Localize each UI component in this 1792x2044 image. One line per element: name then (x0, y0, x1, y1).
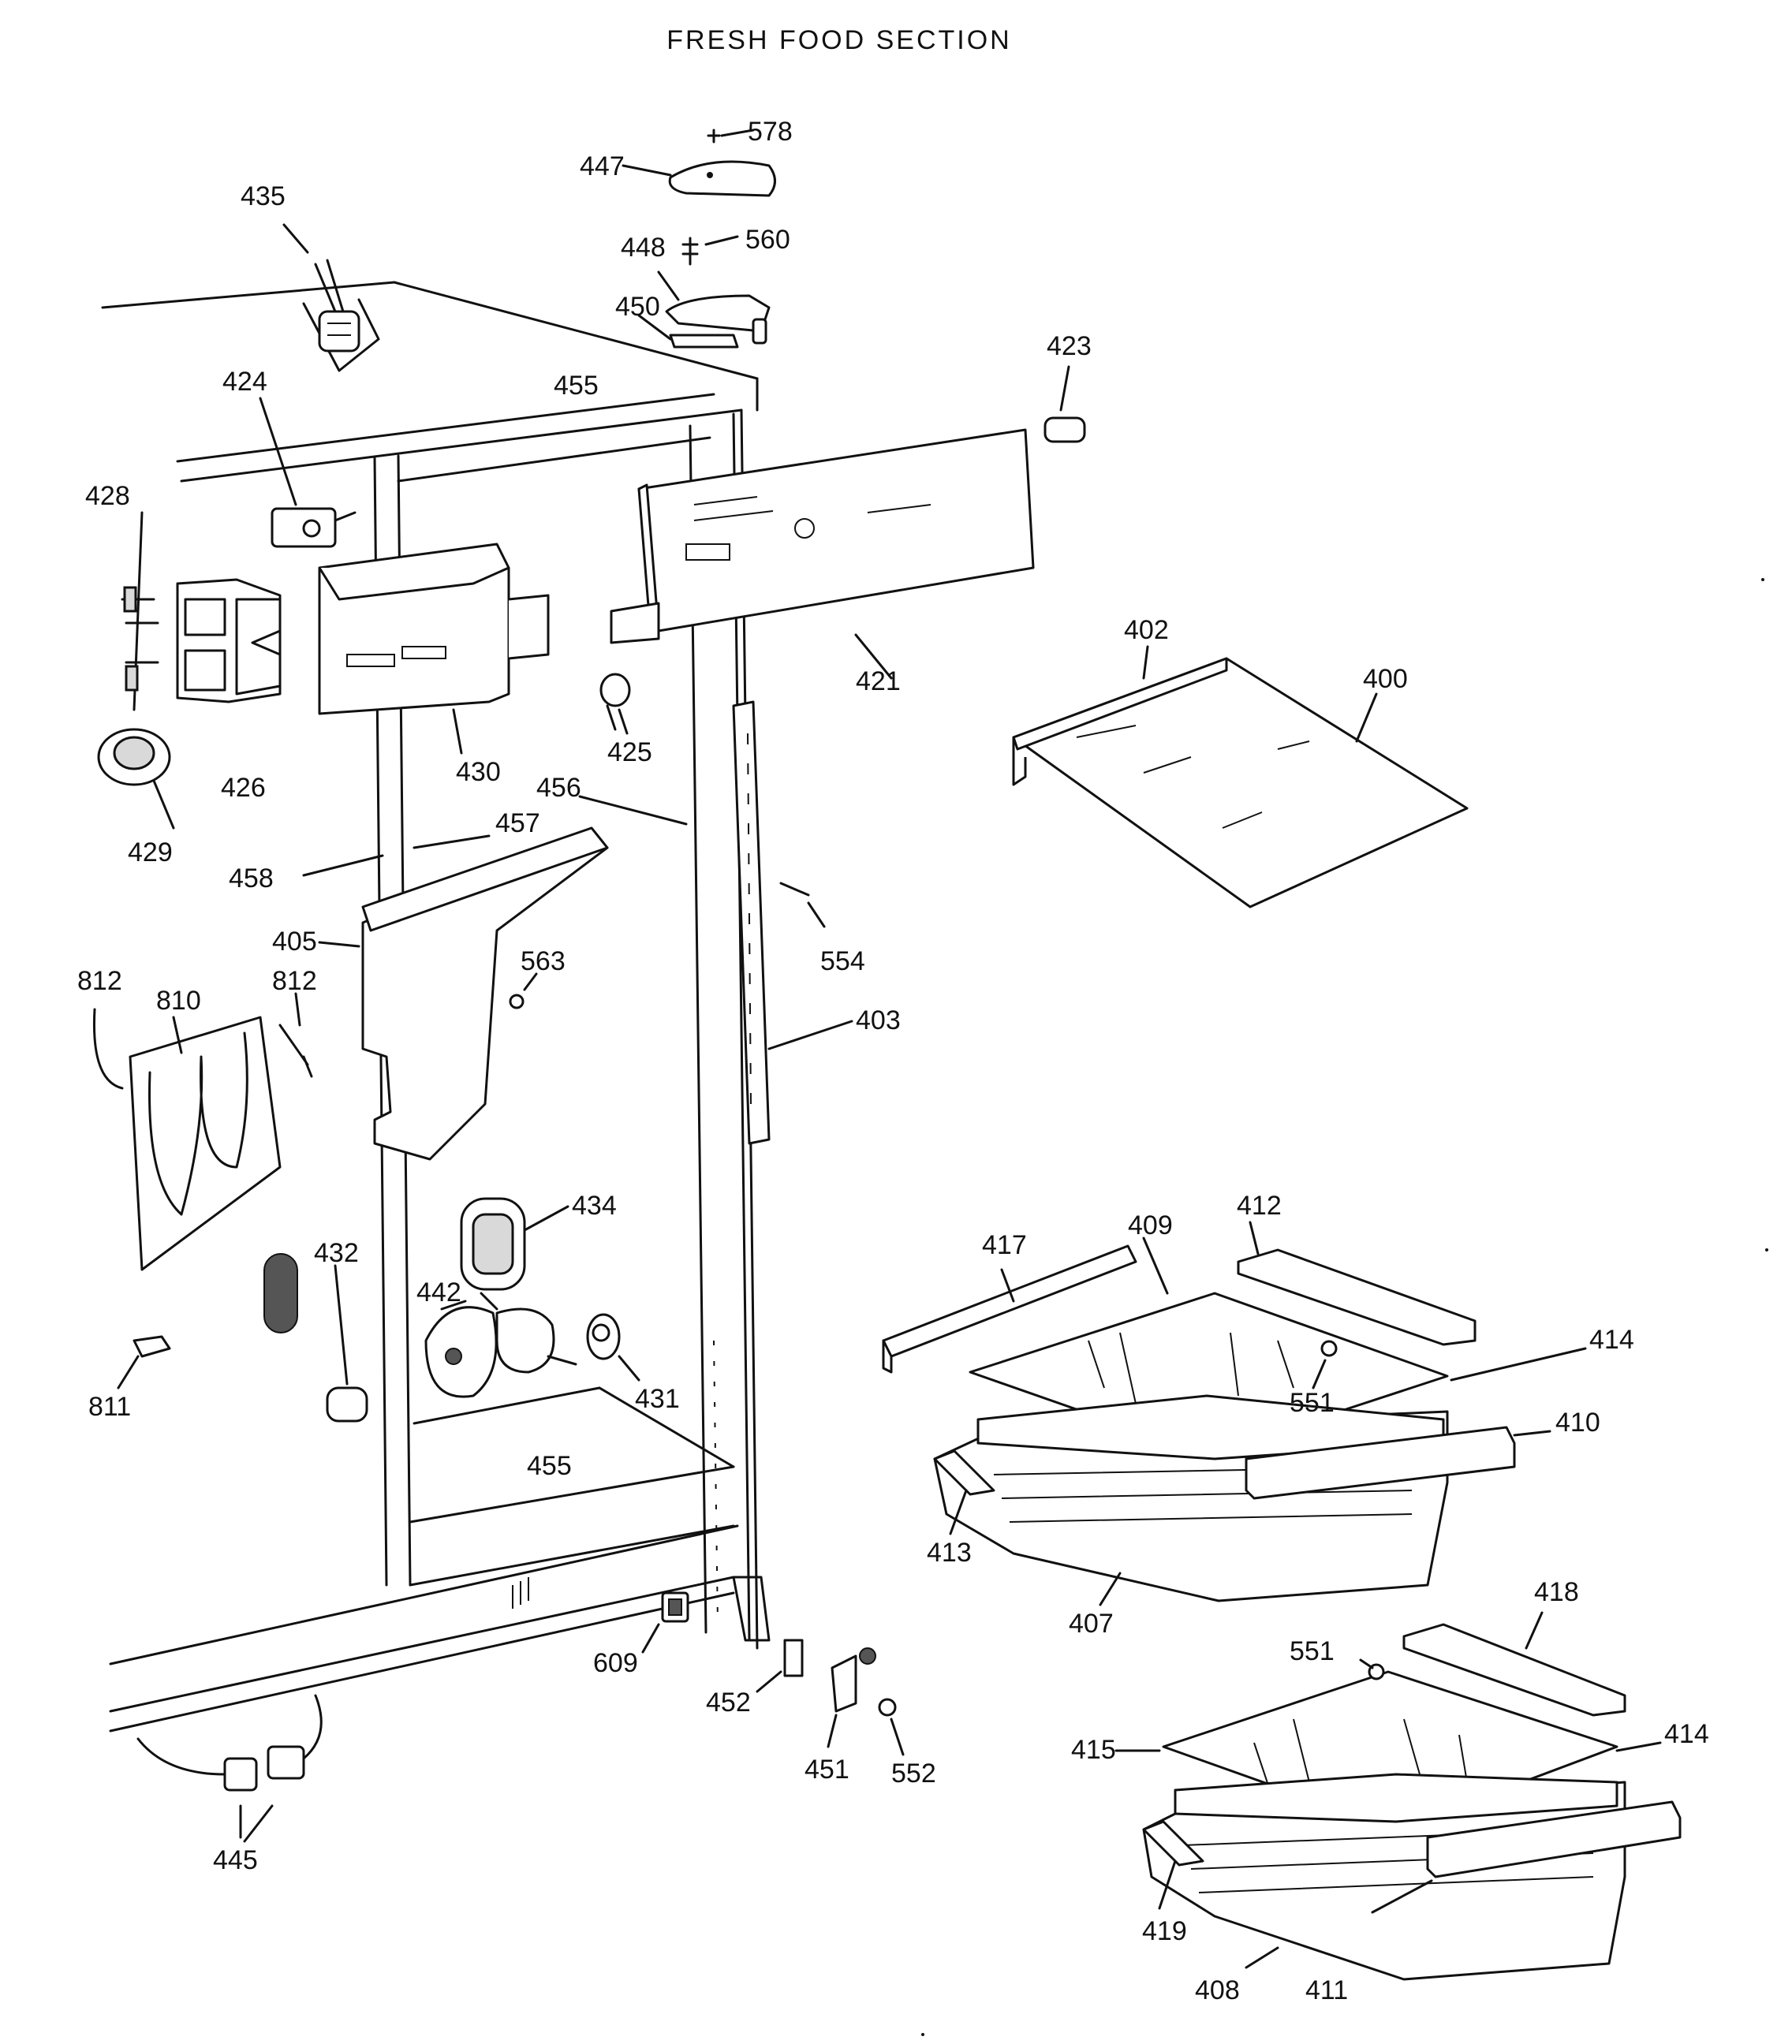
control-knob-part (97, 728, 175, 830)
callout-label: 448 (621, 233, 666, 263)
damper-control-part (424, 1292, 577, 1398)
callout-label: 452 (706, 1688, 751, 1718)
stray-mark (1761, 578, 1764, 581)
callout-label: 812 (272, 966, 317, 996)
clip-part-811 (117, 1335, 171, 1389)
callout-label: 455 (527, 1451, 572, 1481)
callout-label: 451 (805, 1755, 849, 1785)
callout-label: 429 (128, 837, 173, 867)
callout-label: 447 (580, 151, 625, 181)
callout-label: 431 (635, 1384, 680, 1414)
lower-crisper-drawer (1114, 1611, 1682, 1981)
callout-label: 414 (1589, 1325, 1634, 1355)
hinge-cap-part (622, 129, 776, 197)
callout-label: 434 (572, 1191, 617, 1221)
callout-label: 455 (554, 371, 599, 401)
callout-label: 450 (615, 292, 660, 322)
callout-label: 457 (495, 808, 540, 838)
heater-part (92, 992, 313, 1271)
callout-label: 810 (156, 986, 201, 1016)
callout-label: 428 (85, 481, 130, 511)
light-switch-part (259, 397, 357, 548)
callout-label: 554 (820, 946, 865, 976)
callout-label: 426 (221, 773, 266, 803)
callout-label: 410 (1555, 1408, 1600, 1438)
bushing-part-431 (586, 1313, 640, 1382)
control-housing-part (176, 578, 282, 703)
callout-label: 430 (456, 757, 501, 787)
knob-part-425 (599, 673, 631, 735)
callout-label: 407 (1069, 1609, 1114, 1639)
callout-label: 578 (748, 117, 793, 147)
callout-label: 456 (536, 773, 581, 803)
callout-label: 402 (1124, 615, 1169, 645)
air-grille-part (460, 1197, 569, 1291)
callout-label: 418 (1534, 1577, 1579, 1607)
callout-label: 609 (593, 1648, 638, 1678)
callout-label: 560 (745, 225, 790, 255)
screw-554 (779, 882, 826, 928)
wire-harness-part (121, 511, 159, 711)
lower-small-parts (641, 1591, 905, 1756)
callout-label: 408 (1195, 1975, 1240, 2005)
drain-tube-part (263, 1253, 368, 1423)
callout-label: 551 (1290, 1388, 1335, 1418)
stray-mark (1765, 1248, 1768, 1251)
callout-label: 403 (856, 1005, 901, 1035)
power-cord-part (136, 1694, 323, 1843)
leader-456 (578, 795, 688, 826)
callout-label: 442 (416, 1278, 461, 1307)
callout-label: 563 (521, 946, 566, 976)
callout-label: 421 (856, 666, 901, 696)
glass-shelf-part (1012, 645, 1469, 908)
shelf-ladder-part (732, 700, 853, 1145)
control-panel-part (610, 428, 1035, 680)
callout-label: 412 (1237, 1191, 1282, 1221)
callout-label: 419 (1142, 1916, 1187, 1946)
top-hinge-part (637, 235, 771, 349)
callout-label: 400 (1363, 664, 1408, 694)
callout-label: 411 (1305, 1975, 1348, 2005)
screw-563 (509, 972, 538, 1009)
callout-label: 432 (314, 1238, 359, 1268)
callout-label: 435 (241, 181, 286, 211)
light-socket-part (282, 223, 380, 372)
leader-457 (413, 834, 491, 849)
callout-label: 811 (88, 1392, 131, 1422)
callout-label: 458 (229, 863, 274, 893)
callout-label: 414 (1664, 1719, 1709, 1749)
leader-458 (302, 854, 384, 877)
callout-label: 413 (927, 1538, 972, 1568)
light-shield-plug (1043, 365, 1086, 443)
stray-mark (921, 2033, 924, 2036)
callout-label: 423 (1047, 331, 1092, 361)
callout-labels: 578 447 435 448 560 450 423 424 455 428 … (77, 117, 1709, 2005)
callout-label: 417 (982, 1230, 1027, 1260)
callout-label: 424 (222, 367, 267, 397)
callout-label: 445 (213, 1845, 258, 1875)
callout-label: 552 (891, 1759, 936, 1788)
duct-cover-part (318, 826, 609, 1161)
callout-label: 812 (77, 966, 122, 996)
air-duct-housing (318, 543, 550, 755)
callout-label: 425 (607, 737, 652, 767)
upper-crisper-drawer (882, 1221, 1587, 1606)
callout-label: 551 (1290, 1636, 1335, 1666)
page-title: FRESH FOOD SECTION (666, 25, 1011, 55)
callout-label: 405 (272, 927, 317, 957)
callout-label: 409 (1128, 1210, 1173, 1240)
callout-label: 415 (1071, 1735, 1116, 1765)
